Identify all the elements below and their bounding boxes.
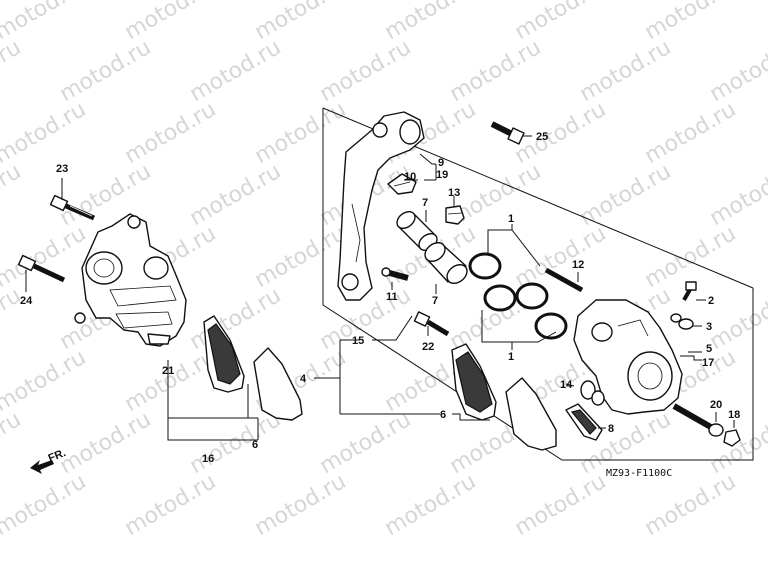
watermark-text: motod.ru <box>186 159 286 231</box>
right-caliper-body <box>573 299 683 415</box>
callout-17: 17 <box>702 357 714 369</box>
watermark-text: motod.ru <box>511 97 611 169</box>
watermark-text: motod.ru <box>511 469 611 541</box>
watermark-text: motod.ru <box>56 35 156 107</box>
watermark-text: motod.ru <box>0 97 90 169</box>
left-caliper-assembly <box>74 213 187 347</box>
callout-7-upper: 7 <box>422 197 428 209</box>
watermark-text: motod.ru <box>706 283 768 355</box>
pin-20 <box>672 403 724 437</box>
watermark-text: motod.ru <box>186 35 286 107</box>
watermark-text: motod.ru <box>0 345 90 417</box>
diagram-code: MZ93-F1100C <box>606 468 672 479</box>
watermark-text: motod.ru <box>381 469 481 541</box>
callout-21: 21 <box>162 365 174 377</box>
watermark-text: motod.ru <box>576 35 676 107</box>
piston-seals <box>468 252 568 340</box>
pin-12 <box>544 267 584 293</box>
callout-18: 18 <box>728 409 740 421</box>
callout-10: 10 <box>404 171 416 183</box>
left-brake-pads <box>203 315 303 421</box>
callout-22: 22 <box>422 341 434 353</box>
callout-15: 15 <box>352 335 364 347</box>
callout-20: 20 <box>710 399 722 411</box>
watermark-text: motod.ru <box>121 345 221 417</box>
callout-11: 11 <box>386 291 398 303</box>
watermark-text: motod.ru <box>121 469 221 541</box>
callout-13: 13 <box>448 187 460 199</box>
bleeder-cap-3 <box>670 313 694 330</box>
callout-12: 12 <box>572 259 584 271</box>
bolt-25 <box>490 121 525 145</box>
watermark-text: motod.ru <box>0 469 90 541</box>
watermark-text: motod.ru <box>641 97 741 169</box>
watermark-text: motod.ru <box>511 221 611 293</box>
pad-spring-10 <box>387 173 417 195</box>
boot-13 <box>445 205 465 225</box>
watermark-text: motod.ru <box>251 97 351 169</box>
watermark-text: motod.ru <box>641 469 741 541</box>
callout-2: 2 <box>708 295 714 307</box>
callout-19: 19 <box>436 169 448 181</box>
watermark-text: motod.ru <box>121 97 221 169</box>
callout-8: 8 <box>608 423 614 435</box>
callout-16: 16 <box>202 453 214 465</box>
callout-7-lower: 7 <box>432 295 438 307</box>
watermark-text: motod.ru <box>251 469 351 541</box>
callout-25: 25 <box>536 131 548 143</box>
watermark-text: motod.ru <box>0 283 25 355</box>
callout-1-upper: 1 <box>508 213 514 225</box>
watermark-text: motod.ru <box>706 159 768 231</box>
watermark-text: motod.ru <box>0 221 90 293</box>
watermark-text: motod.ru <box>0 35 25 107</box>
callout-24: 24 <box>20 295 33 307</box>
nut-18 <box>723 429 741 447</box>
watermark-text: motod.ru <box>316 35 416 107</box>
callout-23: 23 <box>56 163 68 175</box>
plug-14 <box>580 380 605 406</box>
watermark-text: motod.ru <box>706 35 768 107</box>
piston-lower <box>424 242 468 284</box>
watermark-text: motod.ru <box>0 159 25 231</box>
bolt-24 <box>17 254 66 283</box>
watermark-text: motod.ru <box>0 407 25 479</box>
watermark-text: motod.ru <box>56 407 156 479</box>
callout-5: 5 <box>706 343 712 355</box>
caliper-bracket <box>337 111 425 301</box>
bolt-23 <box>49 194 95 221</box>
pad-retainer-8 <box>565 403 603 441</box>
callout-4: 4 <box>300 373 307 385</box>
leader-lines <box>25 135 735 441</box>
callout-9: 9 <box>438 157 444 169</box>
callout-14: 14 <box>560 379 573 391</box>
watermark-text: motod.ru <box>446 35 546 107</box>
callout-6-right: 6 <box>440 409 446 421</box>
bleeder-valve-2 <box>682 281 697 301</box>
callout-labels: 23 24 21 6 16 4 15 6 9 19 10 25 13 7 7 1… <box>20 131 740 465</box>
watermark-text: motod.ru <box>251 221 351 293</box>
watermark-text: motod.ru <box>316 407 416 479</box>
right-brake-pads <box>451 343 557 451</box>
pin-11 <box>381 267 409 281</box>
bolt-22 <box>413 311 450 337</box>
callout-6-left: 6 <box>252 439 258 451</box>
callout-3: 3 <box>706 321 712 333</box>
callout-1-lower: 1 <box>508 351 514 363</box>
watermark-text: motod.ru <box>186 283 286 355</box>
